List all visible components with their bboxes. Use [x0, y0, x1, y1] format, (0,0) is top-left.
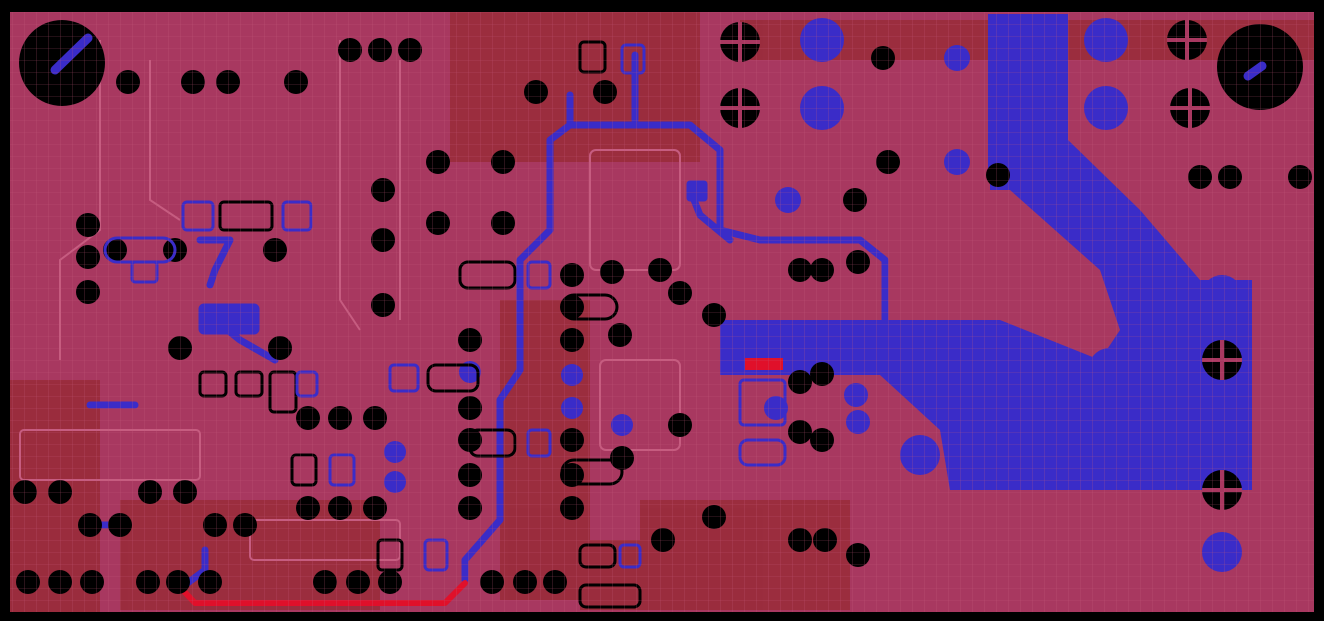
- grid-overlay: [10, 12, 1314, 612]
